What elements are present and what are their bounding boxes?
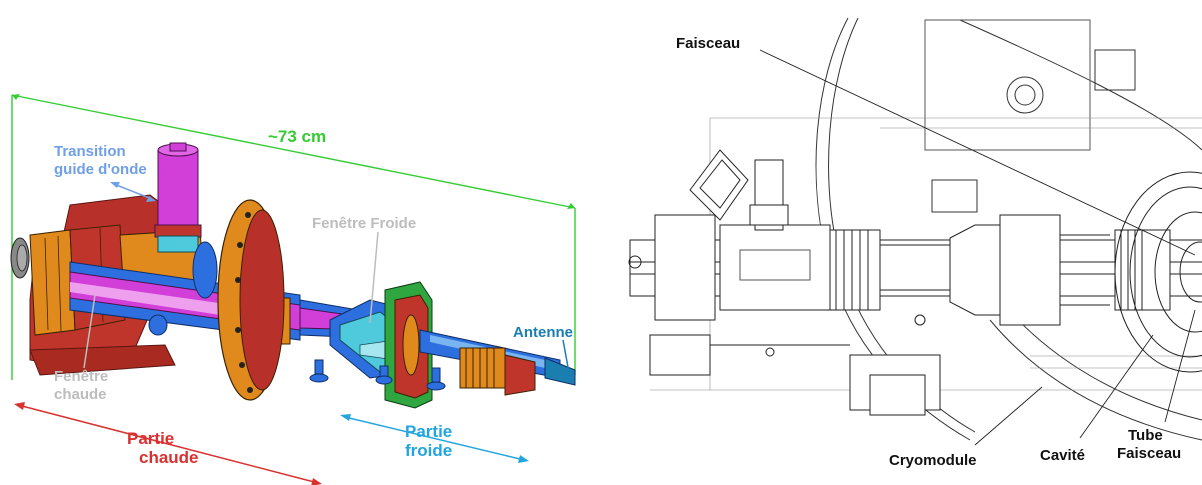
tuning-knob [10,237,30,279]
transition-label-line1: Transition [54,143,126,160]
dimension-label: ~73 cm [268,127,326,146]
waveguide-tube [154,142,202,253]
cavity-pointer [1079,334,1154,439]
cryomodule-label: Cryomodule [889,452,977,469]
coupler-3d-panel: ~73 cm Transition guide d'onde Fenêtre F… [10,94,576,485]
beam-tube-label-line1: Tube [1128,427,1163,444]
transition-label-line2: guide d'onde [54,161,147,178]
pump-ports [309,359,446,391]
hot-window-pointer [83,294,96,369]
beam-tube-pointer [1164,309,1196,423]
beam-label: Faisceau [676,35,740,52]
cryomodule-drawing-panel [628,17,1202,446]
antenna-label: Antenne [513,324,573,341]
cold-part-arrow [340,414,529,463]
antenna-pointer [562,339,574,384]
transition-arrow [110,182,156,202]
mounting-flange [217,199,285,401]
cavity-drawing [1114,171,1202,373]
middle-flange [148,241,218,336]
dimension-frame [11,94,576,380]
cavity-label: Cavité [1040,447,1085,464]
waveguide-drawing [689,149,789,231]
cold-window-label: Fenêtre Froide [312,215,416,232]
cold-part-label-line1: Partie [405,422,452,441]
coupler-section [628,214,1202,326]
beam-tube-label-line2: Faisceau [1117,445,1181,462]
cryomodule-pointer [974,386,1043,446]
hot-window-label-line2: chaude [54,386,107,403]
beam-pointer [759,49,1196,256]
bellows-cold [459,347,536,396]
lower-structure [649,314,941,416]
hot-part-label-line2: chaude [139,448,199,467]
cold-part-label-line2: froide [405,441,452,460]
hot-window-label-line1: Fenêtre [54,368,108,385]
cold-flange [384,281,433,409]
cold-window-pointer [369,231,379,324]
hot-part-arrow [14,402,322,485]
hot-part-label-line1: Partie [127,429,174,448]
